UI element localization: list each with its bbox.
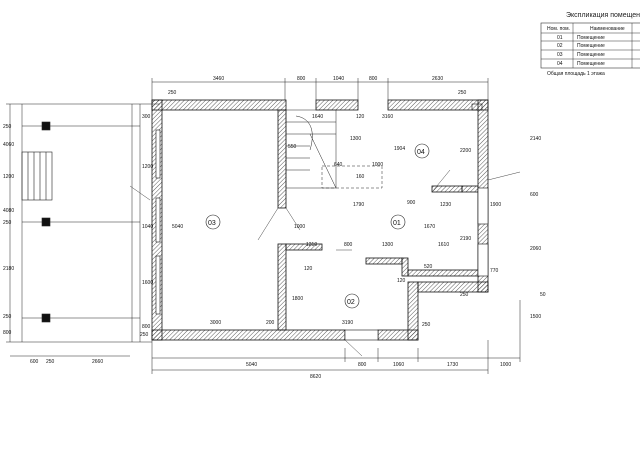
table-cell: Помещение	[577, 52, 605, 58]
dim-label: 770	[490, 268, 499, 274]
porch	[21, 121, 140, 323]
dim-label: 1640	[312, 114, 323, 120]
table-footer: Общая площадь 1 этажа	[547, 71, 605, 77]
dim-label: 250	[458, 90, 467, 96]
table-title: Экспликация помещений 1 :	[566, 11, 640, 19]
dim-label: 250	[460, 292, 469, 298]
room-labels: 03 01 02 04	[205, 143, 430, 309]
dim-label: 1790	[353, 202, 364, 208]
dim-label: 160	[356, 174, 365, 180]
dim-label: 4080	[3, 208, 14, 214]
dim-label: 2630	[432, 76, 443, 82]
table-cell: Помещение	[577, 35, 605, 41]
dim-label: 1000	[372, 162, 383, 168]
table-cell: Помещение	[577, 61, 605, 67]
table-header-name: Наименование	[590, 26, 625, 32]
dim-label: 2190	[460, 236, 471, 242]
dim-label: 300	[142, 114, 151, 120]
dim-label: 50	[540, 292, 546, 298]
dim-label: 1900	[490, 202, 501, 208]
dim-label: 800	[358, 362, 367, 368]
dim-label: 3460	[213, 76, 224, 82]
dim-label: 250	[3, 124, 12, 130]
room-label-04: 04	[417, 149, 425, 156]
dim-label: 1210	[306, 242, 317, 248]
table-cell: Помещение	[577, 43, 605, 49]
dim-label: 1500	[530, 314, 541, 320]
dim-label: 3000	[210, 320, 221, 326]
dim-label: 5040	[246, 362, 257, 368]
dim-label: 1200	[142, 164, 153, 170]
dim-label: 800	[142, 324, 151, 330]
table-cell: 01	[557, 35, 563, 41]
dim-label: 800	[344, 242, 353, 248]
dim-label: 1300	[350, 136, 361, 142]
dim-label: 120	[397, 278, 406, 284]
dim-label: 1904	[394, 146, 405, 152]
dim-label: 1000	[294, 224, 305, 230]
table-header-num: Ном. пом.	[547, 26, 570, 32]
dim-label: 900	[407, 200, 416, 206]
dim-label: 1040	[142, 224, 153, 230]
dim-label: 600	[30, 359, 39, 365]
dim-label: 120	[356, 114, 365, 120]
door-swings	[129, 169, 521, 357]
walls	[151, 99, 489, 341]
dimension-labels: 3460 800 1040 800 2630 5040 800 1060 173…	[3, 76, 546, 380]
dim-label: 250	[46, 359, 55, 365]
room-label-01: 01	[393, 220, 401, 227]
table-cell: 03	[557, 52, 563, 58]
dim-label: 2660	[92, 359, 103, 365]
dim-label: 550	[288, 144, 297, 150]
dim-label: 800	[3, 330, 12, 336]
dim-label: 5040	[172, 224, 183, 230]
dim-label: 1000	[500, 362, 511, 368]
table-cell: 02	[557, 43, 563, 49]
room-label-03: 03	[208, 220, 216, 227]
dimension-lines	[6, 78, 521, 374]
dim-label: 250	[3, 220, 12, 226]
dim-label: 1670	[424, 224, 435, 230]
dim-label: 1060	[393, 362, 404, 368]
dim-label: 250	[3, 314, 12, 320]
dim-label: 8620	[310, 374, 321, 380]
dim-label: 1230	[440, 202, 451, 208]
dim-label: 3190	[342, 320, 353, 326]
dim-label: 2060	[530, 246, 541, 252]
dim-label: 2180	[3, 266, 14, 272]
dim-label: 800	[369, 76, 378, 82]
dim-label: 250	[168, 90, 177, 96]
dim-label: 2200	[460, 148, 471, 154]
dim-label: 2140	[530, 136, 541, 142]
dim-label: 1200	[3, 174, 14, 180]
dim-label: 1730	[447, 362, 458, 368]
dim-label: 640	[334, 162, 343, 168]
dim-label: 600	[530, 192, 539, 198]
dim-label: 250	[422, 322, 431, 328]
dim-label: 520	[424, 264, 433, 270]
table-cell: 04	[557, 61, 563, 67]
dim-label: 3160	[382, 114, 393, 120]
staircase	[285, 109, 383, 189]
dim-label: 200	[266, 320, 275, 326]
dim-label: 4060	[3, 142, 14, 148]
dim-label: 120	[304, 266, 313, 272]
dim-label: 250	[140, 332, 149, 338]
dim-label: 1800	[292, 296, 303, 302]
dim-label: 800	[297, 76, 306, 82]
dim-label: 1610	[438, 242, 449, 248]
dim-label: 1040	[333, 76, 344, 82]
dim-label: 1300	[382, 242, 393, 248]
dim-label: 1600	[142, 280, 153, 286]
room-explication-table: Экспликация помещений 1 : Ном. пом. Наим…	[540, 11, 640, 77]
room-label-02: 02	[347, 299, 355, 306]
windows	[155, 103, 489, 341]
